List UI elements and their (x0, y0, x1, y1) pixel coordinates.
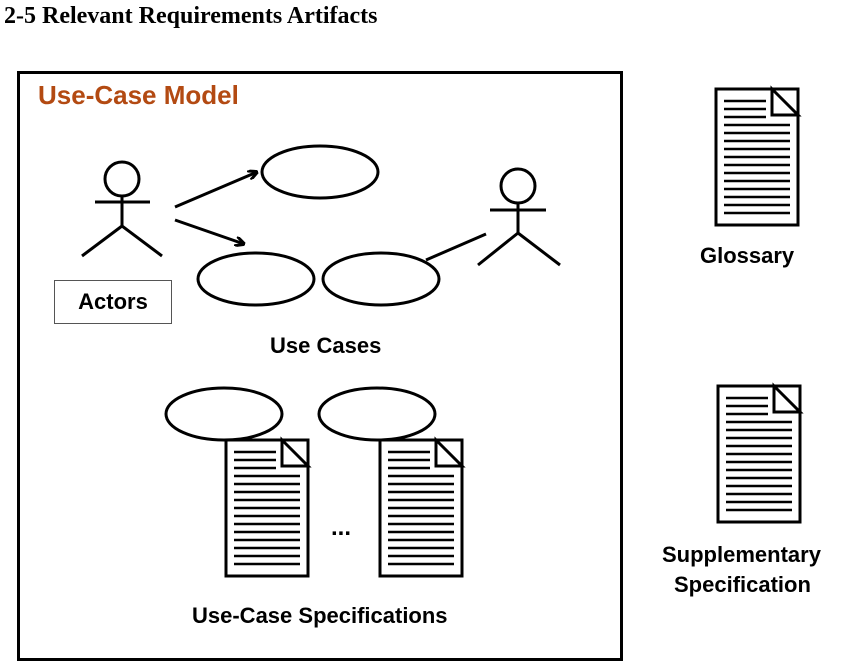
use-cases-label: Use Cases (270, 333, 382, 358)
use-case-ellipse (196, 251, 316, 307)
ellipsis-label: ... (331, 514, 352, 541)
specification-label: Specification (674, 572, 811, 597)
use-case-ellipse (321, 251, 441, 307)
use-case-specifications-label: Use-Case Specifications (192, 603, 448, 628)
actor-right-icon (477, 167, 561, 267)
use-case-ellipse (317, 386, 437, 442)
supplementary-label: Supplementary (662, 542, 821, 567)
use-case-ellipse (260, 144, 380, 200)
association-arrow (174, 218, 244, 244)
glossary-document-icon (714, 85, 802, 227)
page-title: 2-5 Relevant Requirements Artifacts (4, 3, 378, 29)
glossary-label: Glossary (700, 243, 795, 268)
use-case-ellipse (164, 386, 284, 442)
association-line (425, 232, 487, 262)
supplementary-document-icon (716, 382, 804, 524)
specification-document-icon (224, 436, 312, 578)
actor-left-icon (81, 160, 163, 258)
use-case-model-title: Use-Case Model (38, 80, 239, 110)
association-arrow (174, 172, 257, 209)
specification-document-icon (378, 436, 466, 578)
actors-label-box: Actors (54, 280, 172, 324)
actors-label: Actors (78, 289, 148, 314)
